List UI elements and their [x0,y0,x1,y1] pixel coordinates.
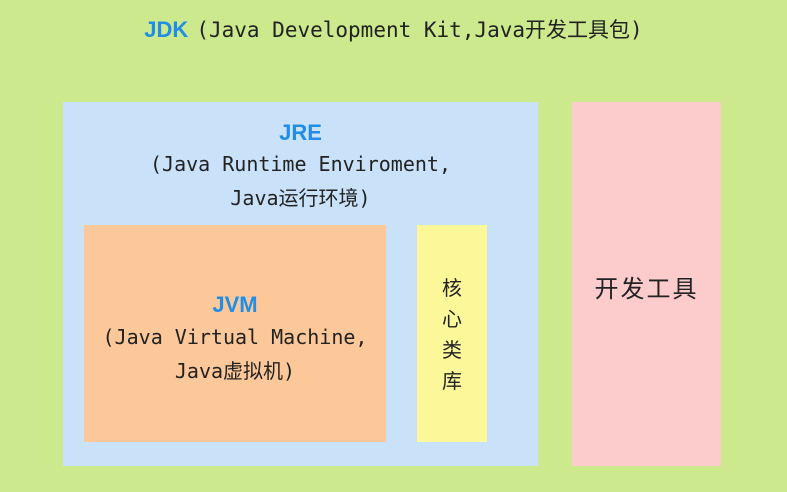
jdk-acronym: JDK [144,17,189,42]
jvm-box: JVM (Java Virtual Machine, Java虚拟机) [84,225,386,442]
jre-line-1: (Java Runtime Enviroment, [149,152,452,176]
core-library-box: 核 心 类 库 [417,225,487,442]
core-library-char: 核 [442,276,462,300]
jvm-acronym: JVM [212,292,258,317]
jre-line-2: Java运行环境) [230,186,371,210]
jdk-description: (Java Development Kit,Java开发工具包) [196,18,643,42]
jdk-title: JDK (Java Development Kit,Java开发工具包) [0,14,787,44]
core-library-label: 核 心 类 库 [417,273,487,397]
jvm-line-2: Java虚拟机) [174,359,296,383]
dev-tools-box: 开发工具 [572,102,721,466]
jvm-line-1: (Java Virtual Machine, [102,325,368,349]
core-library-char: 库 [442,369,462,393]
core-library-char: 类 [442,338,462,362]
jre-acronym: JRE [279,120,322,145]
dev-tools-label: 开发工具 [594,275,699,303]
core-library-char: 心 [442,307,462,331]
